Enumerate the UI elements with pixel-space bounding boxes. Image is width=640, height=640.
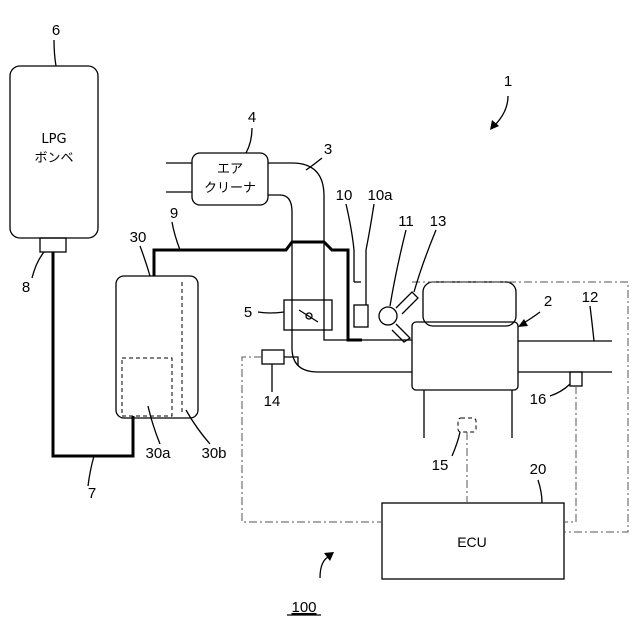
fuel-line-7	[53, 252, 133, 456]
ref-30: 30	[130, 229, 147, 246]
regulator-30	[116, 276, 198, 418]
gas-line-9	[154, 242, 362, 340]
leader-10	[346, 204, 354, 250]
leader-7	[88, 456, 94, 486]
lpg-tank-label-line1: LPG	[41, 132, 66, 147]
engine-head	[423, 282, 516, 326]
ref-14: 14	[264, 393, 281, 410]
air-cleaner-label-line1: エア	[217, 162, 243, 177]
ref-16: 16	[530, 391, 547, 408]
ref-11: 11	[398, 213, 414, 230]
leader-13	[414, 230, 436, 292]
intake-pipe-inner	[268, 195, 412, 372]
leader-8	[32, 252, 44, 278]
ref-1: 1	[504, 73, 512, 90]
ref-10: 10	[336, 187, 353, 204]
air-cleaner-label-line2: クリーナ	[204, 181, 256, 196]
leader-6	[54, 40, 56, 66]
injector-nozzle	[392, 324, 410, 342]
sensor-16	[570, 372, 582, 386]
ref-8: 8	[22, 279, 30, 296]
injector-13	[396, 292, 418, 314]
air-cleaner	[192, 153, 268, 205]
throttle-plate	[299, 310, 318, 322]
tank-valve	[40, 238, 66, 252]
ref-30a: 30a	[145, 445, 171, 462]
injector-11	[379, 307, 397, 325]
ref-13: 13	[430, 213, 447, 230]
ref-15: 15	[432, 457, 449, 474]
leader-5	[258, 312, 284, 313]
sensor-15	[458, 418, 476, 432]
leader-4	[246, 128, 252, 153]
lpg-tank-label-line2: ボンベ	[34, 151, 73, 166]
ref-2: 2	[544, 293, 552, 310]
ref-100: 100	[291, 599, 316, 616]
ecu-label: ECU	[457, 534, 487, 550]
leader-15	[452, 432, 460, 456]
signal-line-14	[242, 357, 382, 522]
ref-4: 4	[248, 109, 256, 126]
leader-30b	[186, 410, 210, 444]
ref-12: 12	[582, 289, 599, 306]
sensor-14-lead	[284, 357, 298, 366]
leader-100	[320, 556, 330, 578]
leader-1	[494, 96, 508, 126]
ref-30b: 30b	[201, 445, 226, 462]
leader-2-arrow	[518, 319, 528, 327]
ref-3: 3	[324, 141, 332, 158]
engine-block	[412, 322, 518, 390]
sensor-14	[262, 350, 284, 364]
leader-30a	[148, 406, 160, 444]
ref-6: 6	[52, 22, 60, 39]
regulator-inner-30a	[122, 358, 172, 416]
leader-30	[140, 246, 150, 276]
signal-line-2	[412, 282, 628, 532]
leader-20	[538, 480, 542, 503]
leader-10a	[366, 204, 374, 250]
leader-9	[172, 222, 180, 250]
signal-line-16	[564, 386, 576, 522]
leader-16	[550, 384, 570, 396]
leader-3	[306, 158, 322, 170]
ref-20: 20	[530, 461, 547, 478]
sensor-10	[354, 305, 368, 327]
ref-7: 7	[88, 485, 96, 502]
ref-5: 5	[244, 304, 252, 321]
leader-12	[590, 306, 594, 341]
leader-11	[390, 230, 406, 306]
ref-9: 9	[170, 205, 178, 222]
ref-10a: 10a	[367, 187, 393, 204]
